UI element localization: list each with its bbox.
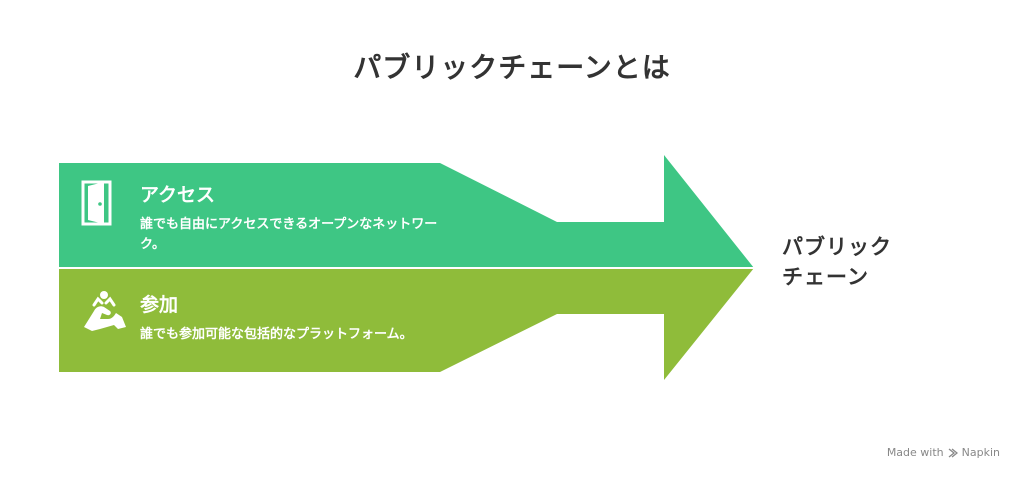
watermark-prefix: Made with — [886, 446, 944, 459]
door-icon — [81, 180, 112, 226]
access-title: アクセス — [140, 184, 216, 206]
access-band-shape — [59, 155, 754, 268]
participation-band-shape — [59, 268, 754, 380]
access-description: 誰でも自由にアクセスできるオープンなネットワーク。 — [140, 217, 438, 252]
joined-hands-icon — [84, 291, 126, 331]
arrow-label-line-2: チェーン — [782, 265, 869, 289]
diagram-title: パブリックチェーンとは — [353, 51, 671, 84]
watermark: Made with Napkin — [887, 446, 1000, 459]
arrow-label-line-1: パブリック — [782, 235, 892, 259]
watermark-brand: Napkin — [961, 446, 1000, 459]
participation-title: 参加 — [140, 294, 179, 316]
napkin-logo-icon — [948, 447, 958, 458]
participation-description: 誰でも参加可能な包括的なプラットフォーム。 — [140, 327, 413, 342]
arrow-label: パブリック チェーン — [782, 232, 932, 292]
